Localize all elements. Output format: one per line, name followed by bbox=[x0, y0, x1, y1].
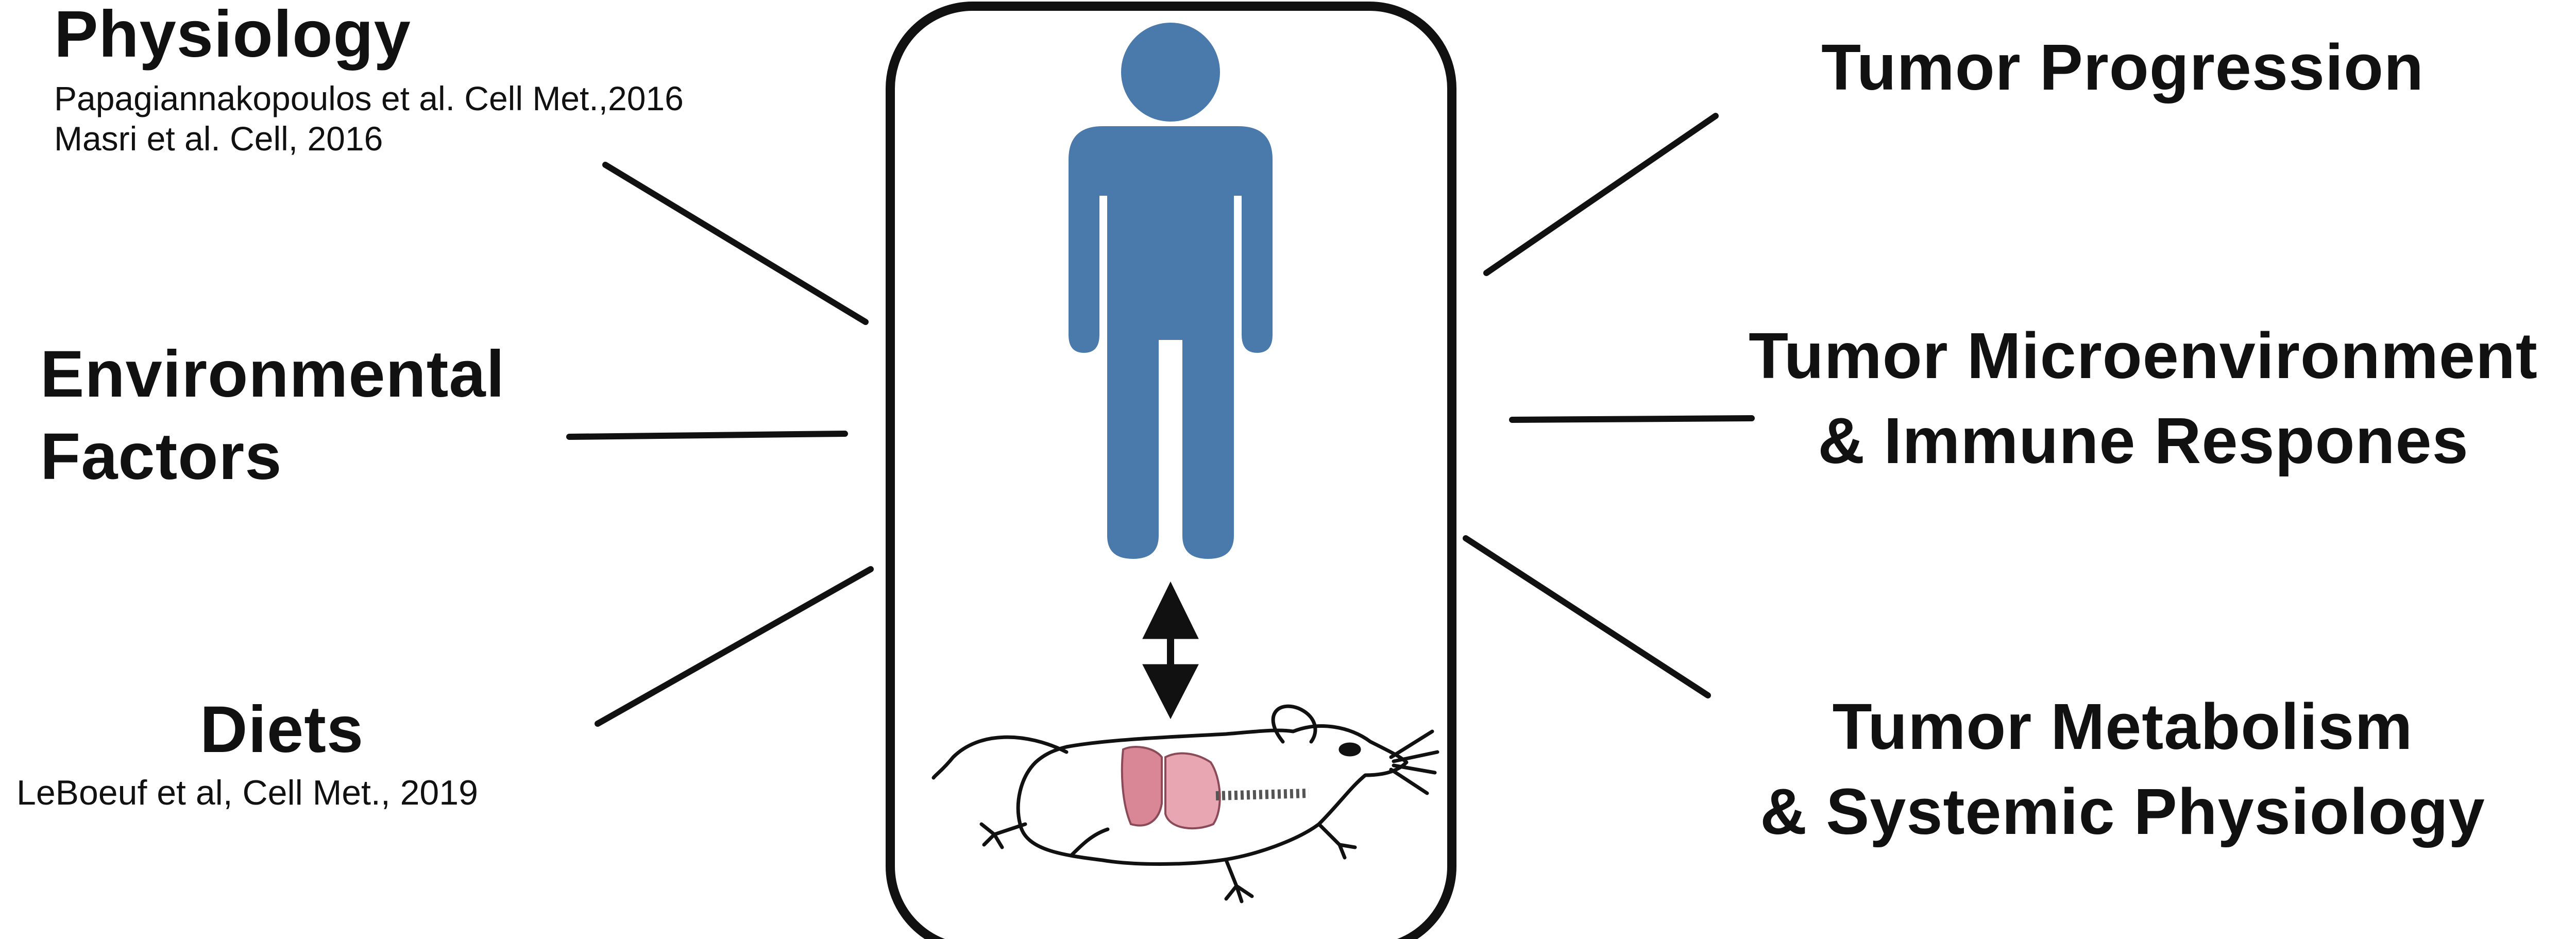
output-microenvironment-line1: Tumor Microenvironment bbox=[1721, 319, 2566, 392]
output-progression: Tumor Progression bbox=[1700, 31, 2545, 104]
arrow-progression bbox=[1486, 116, 1716, 273]
arrow-diets bbox=[598, 569, 871, 724]
arrow-microenvironment bbox=[1512, 418, 1752, 420]
arrow-metabolism bbox=[1466, 538, 1708, 695]
output-arrows bbox=[1466, 116, 1752, 695]
environmental-label-line1: Environmental bbox=[40, 337, 505, 411]
output-microenvironment-line2: & Immune Respones bbox=[1721, 404, 2566, 477]
physiology-title: Physiology bbox=[54, 0, 411, 71]
physiology-citation-2: Masri et al. Cell, 2016 bbox=[54, 117, 383, 160]
output-metabolism-line1: Tumor Metabolism bbox=[1700, 690, 2545, 763]
physiology-citation-1: Papagiannakopoulos et al. Cell Met.,2016 bbox=[54, 77, 684, 120]
arrow-physiology bbox=[605, 165, 866, 322]
input-arrows bbox=[569, 165, 871, 724]
environmental-label-line2: Factors bbox=[40, 420, 282, 493]
output-metabolism-line2: & Systemic Physiology bbox=[1700, 775, 2545, 848]
arrow-environmental bbox=[569, 434, 845, 437]
diets-title: Diets bbox=[200, 693, 364, 766]
diets-citation: LeBoeuf et al, Cell Met., 2019 bbox=[16, 771, 478, 815]
